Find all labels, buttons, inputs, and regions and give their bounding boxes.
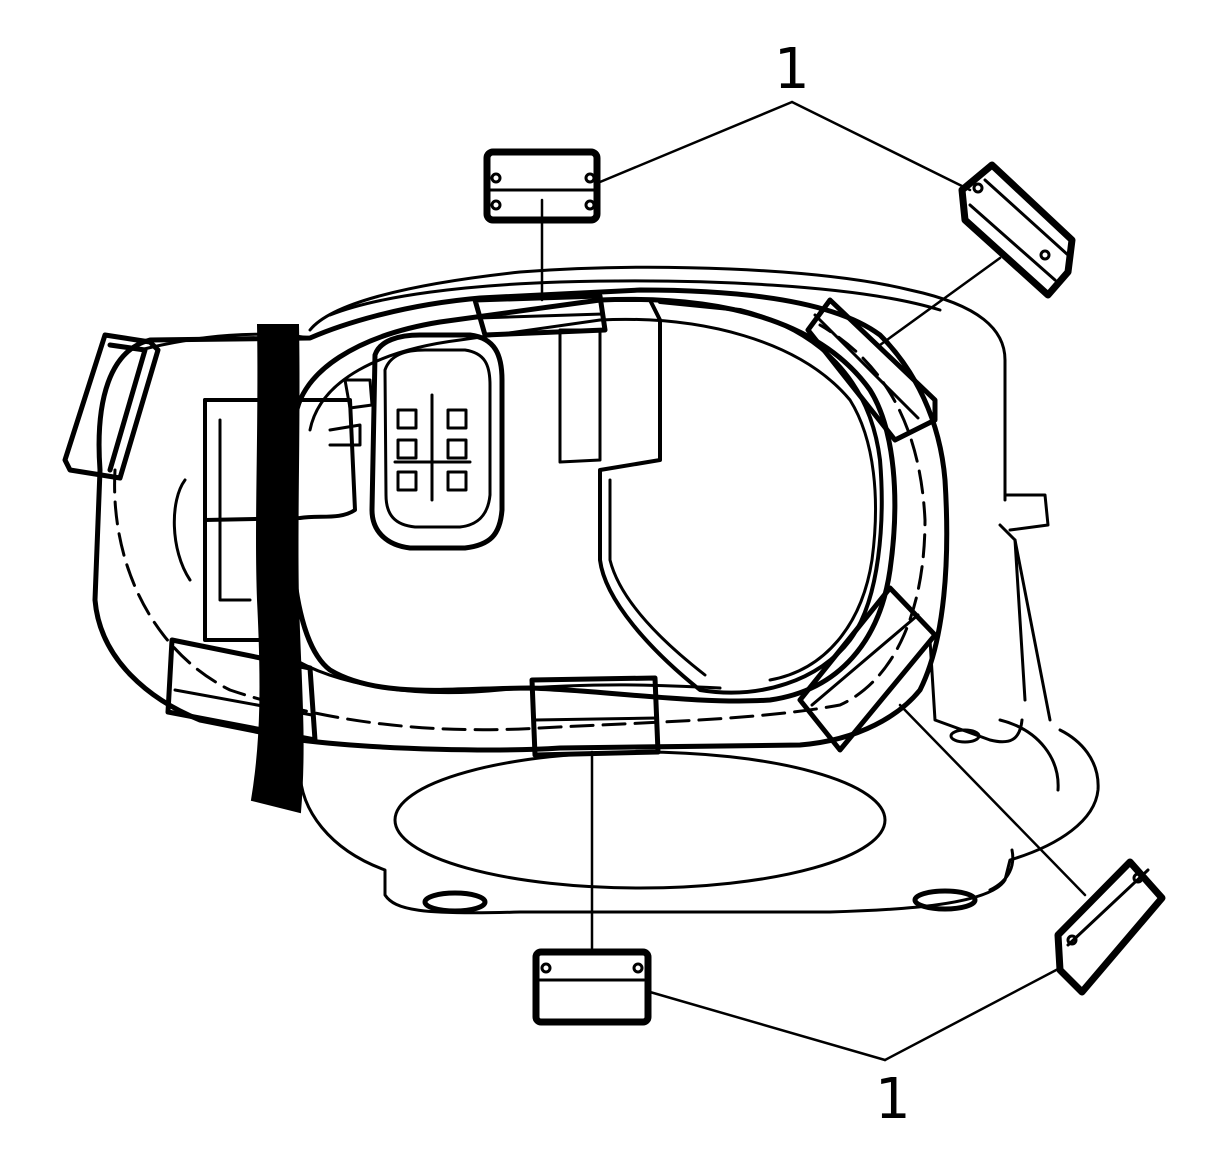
installed-clip-top — [472, 293, 608, 338]
removed-clip-lower-right — [1054, 858, 1166, 996]
electrical-connector — [328, 332, 505, 551]
installed-clip-left — [62, 332, 161, 481]
removed-clip-bottom — [532, 948, 652, 1026]
callout-number-top: 1 — [774, 37, 810, 102]
sensor-housing — [172, 398, 357, 642]
callout-number-bottom: 1 — [875, 1067, 911, 1132]
removed-clip-top — [483, 148, 601, 224]
installed-clip-right-lower — [797, 585, 938, 753]
installed-clip-right-upper — [805, 297, 938, 443]
removed-clip-upper-right — [958, 161, 1076, 299]
leader-lines — [540, 100, 1087, 1062]
throttle-body-housing — [308, 265, 1052, 744]
installed-clip-bottom-left — [165, 637, 318, 743]
harness-strap — [250, 324, 304, 814]
installed-clip-bottom — [529, 675, 661, 758]
gear-cover — [288, 296, 898, 704]
